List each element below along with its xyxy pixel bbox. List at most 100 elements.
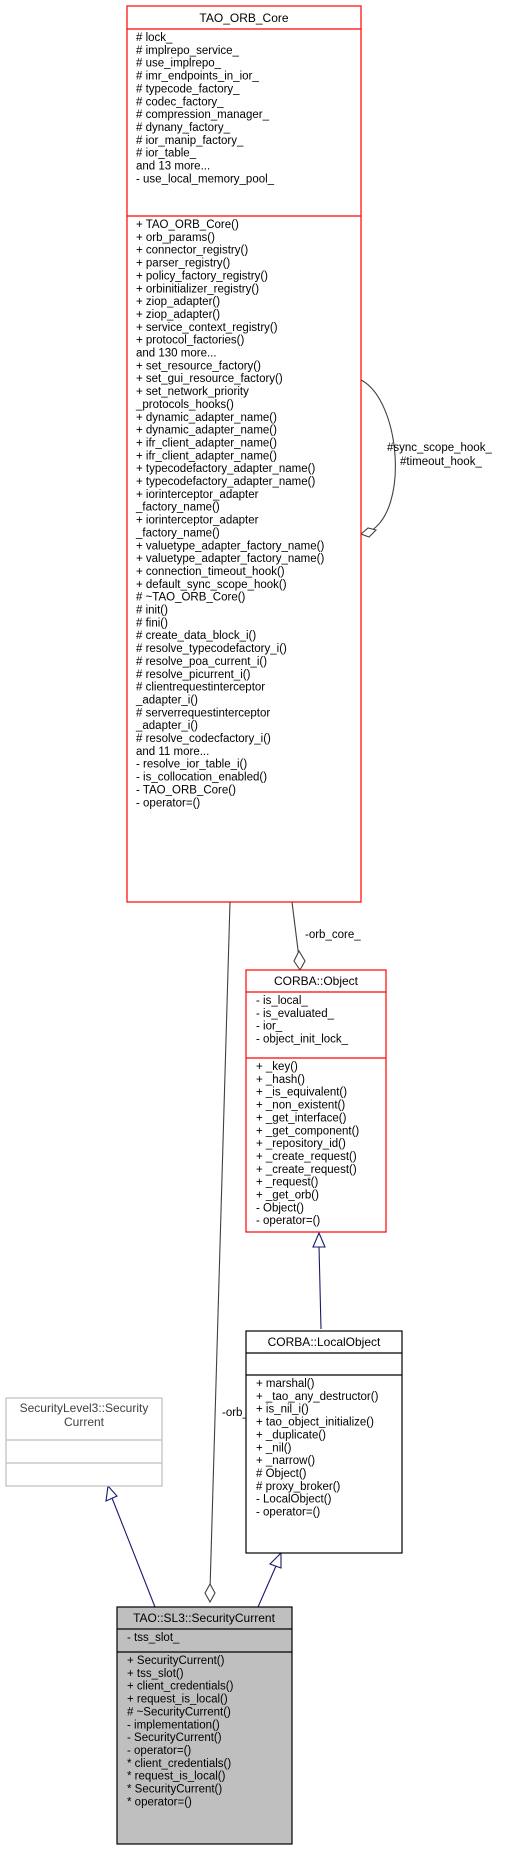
operation: + valuetype_adapter_factory_name() (136, 553, 324, 565)
operation: * operator=() (127, 1796, 192, 1808)
attribute-list: - is_local_- is_evaluated_- ior_- object… (256, 995, 349, 1046)
operation: + _is_equivalent() (256, 1087, 347, 1099)
self-loop-edge (360, 379, 396, 533)
operation-list: + SecurityCurrent()+ tss_slot()+ client_… (127, 1655, 234, 1808)
operation: - SecurityCurrent() (127, 1732, 222, 1744)
attribute: # codec_factory_ (136, 96, 224, 108)
operation: _factory_name() (135, 502, 220, 514)
operation: + _create_request() (256, 1151, 357, 1163)
operation: + TAO_ORB_Core() (136, 219, 239, 231)
operation: # resolve_typecodefactory_i() (136, 643, 287, 655)
class-name: TAO::SL3::SecurityCurrent (133, 1611, 275, 1625)
operation: # resolve_codecfactory_i() (136, 733, 271, 745)
operation: # fini() (136, 617, 168, 629)
class-securitylevel3-securitycurrent[interactable]: SecurityLevel3::Security Current (5, 1397, 163, 1487)
class-name: TAO_ORB_Core (199, 11, 288, 25)
operation: * request_is_local() (127, 1771, 226, 1783)
operation: + set_gui_resource_factory() (136, 373, 283, 385)
operation: - is_collocation_enabled() (136, 772, 267, 784)
operation: - Object() (256, 1202, 304, 1214)
operation: + _nil() (256, 1442, 292, 1454)
attribute: # use_implrepo_ (136, 58, 222, 70)
localobject-inheritance-arrow-2 (269, 1551, 282, 1569)
operation: + ifr_client_adapter_name() (136, 450, 277, 462)
operation: + iorinterceptor_adapter (136, 515, 259, 527)
self-loop-diamond (359, 527, 378, 538)
operation: + _repository_id() (256, 1138, 346, 1150)
self-loop-label-sync: #sync_scope_hook_ (387, 442, 492, 454)
attribute-list: # lock_# implrepo_service_# use_implrepo… (136, 32, 275, 185)
operation: * SecurityCurrent() (127, 1784, 222, 1796)
localobject-inherits-object-edge (318, 1245, 322, 1330)
orb-core-to-current-edge (209, 901, 231, 1591)
operation-list: + _key()+ _hash()+ _is_equivalent()+ _no… (256, 1061, 359, 1227)
operation: + connector_registry() (136, 245, 248, 257)
operation-list: + marshal()+ _tao_any_destructor()+ is_n… (256, 1378, 379, 1519)
operation: - TAO_ORB_Core() (136, 784, 236, 796)
operation: + service_context_registry() (136, 322, 278, 334)
operation: + iorinterceptor_adapter (136, 489, 259, 501)
attribute: and 13 more... (136, 161, 210, 173)
class-name: CORBA::Object (274, 974, 359, 988)
class-tao-sl3-securitycurrent[interactable]: TAO::SL3::SecurityCurrent - tss_slot_ + … (116, 1606, 293, 1845)
operation: + _tao_any_destructor() (256, 1391, 379, 1403)
operation: _protocols_hooks() (135, 399, 234, 411)
attribute: - use_local_memory_pool_ (136, 173, 275, 185)
operation: + default_sync_scope_hook() (136, 579, 287, 591)
attribute: # dynany_factory_ (136, 122, 231, 134)
operation: # Object() (256, 1468, 307, 1480)
operation: + _duplicate() (256, 1429, 326, 1441)
operation: # resolve_picurrent_i() (136, 669, 251, 681)
operation: + ziop_adapter() (136, 309, 220, 321)
operation: - operator=() (127, 1745, 191, 1757)
operation: _factory_name() (135, 527, 220, 539)
class-box (245, 1330, 403, 1554)
operation: # serverrequestinterceptor (136, 707, 270, 719)
operation: + ziop_adapter() (136, 296, 220, 308)
operation: + is_nil_i() (256, 1404, 309, 1416)
operation: + request_is_local() (127, 1694, 228, 1706)
operation: + _get_orb() (256, 1190, 319, 1202)
operation: + dynamic_adapter_name() (136, 412, 277, 424)
attribute: # typecode_factory_ (136, 83, 240, 95)
attribute: # compression_manager_ (136, 109, 270, 121)
operation: # create_data_block_i() (136, 630, 256, 642)
operation: - implementation() (127, 1719, 220, 1731)
class-corba-object[interactable]: CORBA::Object - is_local_- is_evaluated_… (245, 969, 387, 1233)
operation: + _narrow() (256, 1455, 315, 1467)
class-box (126, 5, 362, 903)
operation: + _key() (256, 1061, 298, 1073)
class-name-line-2: Current (64, 1415, 105, 1429)
localobject-inheritance-arrow (312, 1231, 326, 1248)
operation: # init() (136, 605, 168, 617)
operation: + SecurityCurrent() (127, 1655, 225, 1667)
operation: + _create_request() (256, 1164, 357, 1176)
operation: + orbinitializer_registry() (136, 283, 259, 295)
operation: + _get_interface() (256, 1112, 347, 1124)
operation: * client_credentials() (127, 1758, 231, 1770)
orb-core-to-object-edge (291, 901, 300, 959)
current-inherits-localobject-edge (257, 1565, 277, 1608)
self-loop-label-timeout: #timeout_hook_ (400, 456, 482, 468)
attribute: # imr_endpoints_in_ior_ (136, 71, 259, 83)
attribute: # ior_table_ (136, 148, 197, 160)
operation: - LocalObject() (256, 1494, 332, 1506)
operation: + orb_params() (136, 232, 215, 244)
attribute: # lock_ (136, 32, 173, 44)
operation: _adapter_i() (135, 695, 198, 707)
class-box (245, 969, 387, 1233)
class-corba-localobject[interactable]: CORBA::LocalObject + marshal()+ _tao_any… (245, 1330, 403, 1554)
operation: + _request() (256, 1177, 318, 1189)
operation: + tss_slot() (127, 1668, 184, 1680)
operation: + connection_timeout_hook() (136, 566, 285, 578)
operation: + client_credentials() (127, 1681, 234, 1693)
operation: # ~TAO_ORB_Core() (136, 592, 246, 604)
operation: + tao_object_initialize() (256, 1417, 374, 1429)
current-aggregation-diamond (204, 1582, 216, 1604)
class-box (116, 1606, 293, 1845)
operation: + valuetype_adapter_factory_name() (136, 540, 324, 552)
class-tao-orb-core[interactable]: TAO_ORB_Core # lock_# implrepo_service_#… (126, 5, 362, 903)
sl3-inheritance-arrow (105, 1484, 118, 1502)
operation-list: + TAO_ORB_Core()+ orb_params()+ connecto… (135, 219, 324, 809)
